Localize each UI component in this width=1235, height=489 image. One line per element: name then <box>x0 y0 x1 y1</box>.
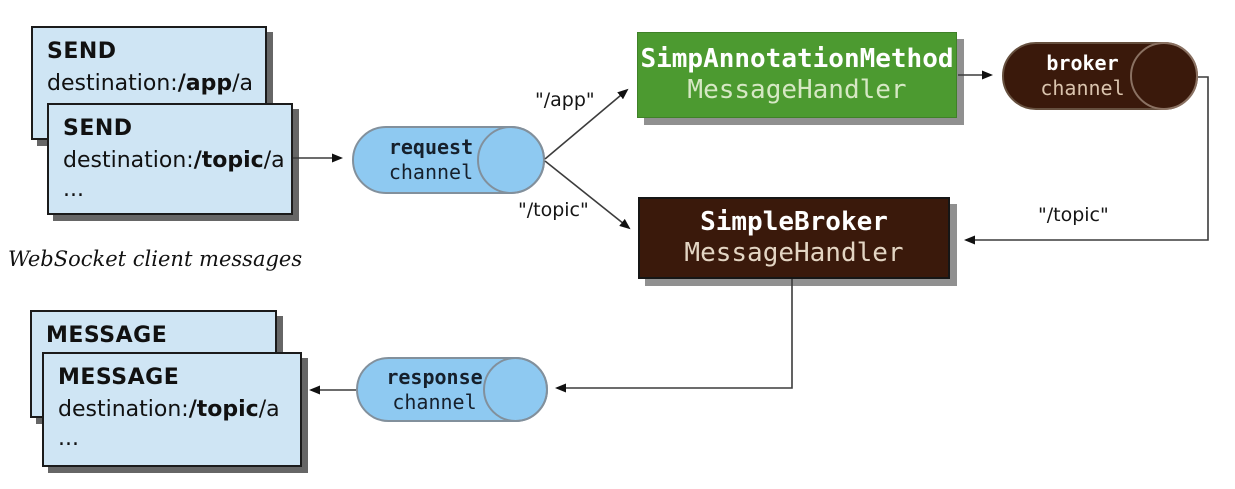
arrow-simple-broker-to-response-channel <box>555 279 793 393</box>
channel-word: channel <box>392 389 477 414</box>
topic-broker-edge-label: "/topic" <box>1038 204 1109 226</box>
destination-path: /topic <box>193 148 264 173</box>
send-card-front: SEND destination:/topic/a ... <box>47 103 293 215</box>
simple-broker-handler-box: SimpleBroker MessageHandler <box>638 197 950 279</box>
destination-suffix: /a <box>263 148 285 173</box>
frame-command: MESSAGE <box>46 323 168 348</box>
channel-word: channel <box>388 160 474 184</box>
broker-channel-cylinder: broker channel <box>1002 42 1198 110</box>
handler-suffix: MessageHandler <box>687 75 907 105</box>
destination-suffix: /a <box>258 397 280 422</box>
ellipsis: ... <box>63 177 84 202</box>
topic-destination-edge-label: "/topic" <box>518 199 589 221</box>
message-card-front: MESSAGE destination:/topic/a ... <box>42 352 302 467</box>
frame-command: MESSAGE <box>58 365 180 390</box>
cylinder-cap <box>477 126 545 194</box>
destination-prefix: destination: <box>58 397 189 422</box>
handler-class-name: SimpAnnotationMethod <box>640 44 954 74</box>
simp-annotation-method-handler-box: SimpAnnotationMethod MessageHandler <box>637 32 957 118</box>
destination-prefix: destination: <box>47 71 178 96</box>
destination-suffix: /a <box>232 71 253 96</box>
destination-path: /topic <box>188 397 259 422</box>
destination-path: /app <box>177 71 233 96</box>
frame-destination: destination:/app/a <box>47 68 253 100</box>
frame-destination: destination:/topic/a <box>58 394 286 426</box>
websocket-client-messages-caption: WebSocket client messages <box>8 247 303 271</box>
cylinder-cap <box>483 357 548 422</box>
channel-name: response <box>386 364 483 389</box>
frame-destination: destination:/topic/a <box>63 145 285 177</box>
app-destination-edge-label: "/app" <box>535 89 595 111</box>
channel-word: channel <box>1040 76 1125 100</box>
destination-prefix: destination: <box>63 148 194 173</box>
request-channel-cylinder: request channel <box>352 126 545 194</box>
frame-command: SEND <box>47 39 117 64</box>
channel-name: broker <box>1046 51 1119 75</box>
handler-suffix: MessageHandler <box>684 238 904 268</box>
channel-name: request <box>388 135 474 159</box>
ellipsis: ... <box>58 426 79 451</box>
frame-command: SEND <box>63 116 133 141</box>
handler-class-name: SimpleBroker <box>700 207 888 237</box>
response-channel-cylinder: response channel <box>356 357 548 422</box>
